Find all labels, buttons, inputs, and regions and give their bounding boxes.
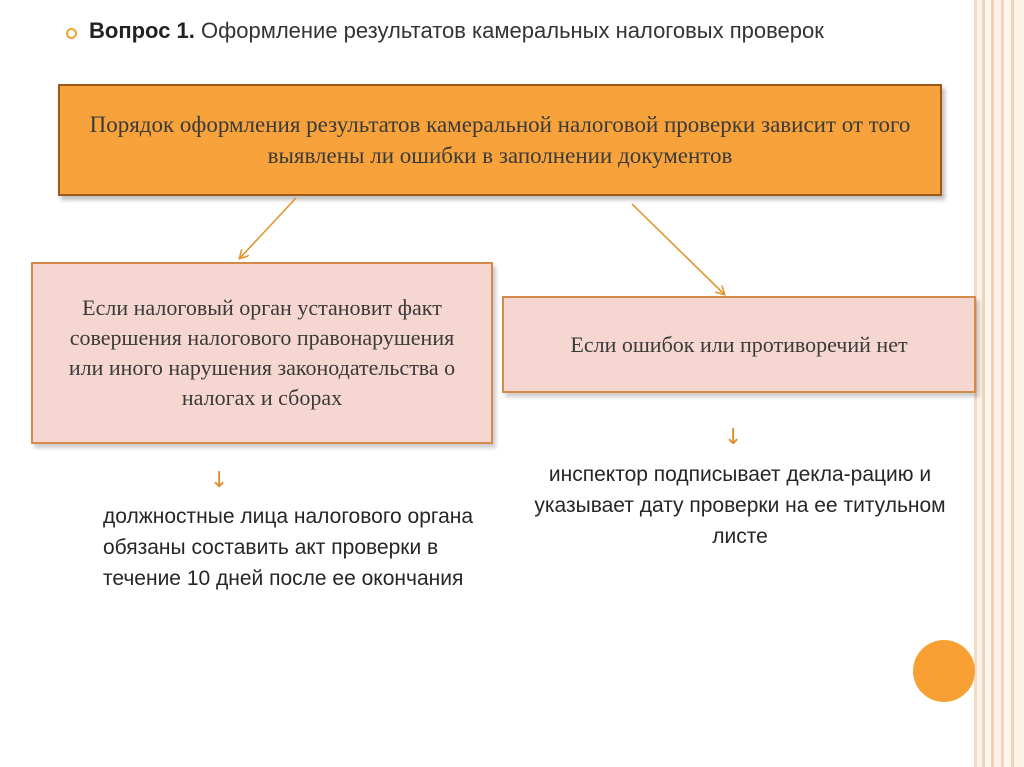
bullet-icon [66,27,77,39]
left-condition-box: Если налоговый орган установит факт сове… [31,262,493,444]
right-condition-box: Если ошибок или противоречий нет [502,296,976,393]
main-condition-text: Порядок оформления результатов камеральн… [89,112,911,168]
left-result-text: должностные лица налогового органа обяза… [103,505,474,590]
title-rest: Оформление результатов камеральных налог… [194,18,824,43]
decorative-circle [913,640,975,702]
left-condition-text: Если налоговый орган установит факт сове… [68,295,456,410]
slide-title: Вопрос 1. Оформление результатов камерал… [66,18,824,44]
title-bold: Вопрос 1. [89,18,195,43]
down-arrow-icon: ↓ [724,425,743,450]
main-condition-box: Порядок оформления результатов камеральн… [58,84,942,196]
arrow-to-left-box [240,197,297,258]
decorative-stripes [974,0,1024,767]
right-condition-text: Если ошибок или противоречий нет [570,331,908,357]
down-arrow-icon: ↓ [210,468,229,493]
arrow-to-right-box [631,203,724,294]
title-text: Вопрос 1. Оформление результатов камерал… [89,18,824,44]
right-result-text: инспектор подписывает декла-рацию и указ… [534,463,946,548]
